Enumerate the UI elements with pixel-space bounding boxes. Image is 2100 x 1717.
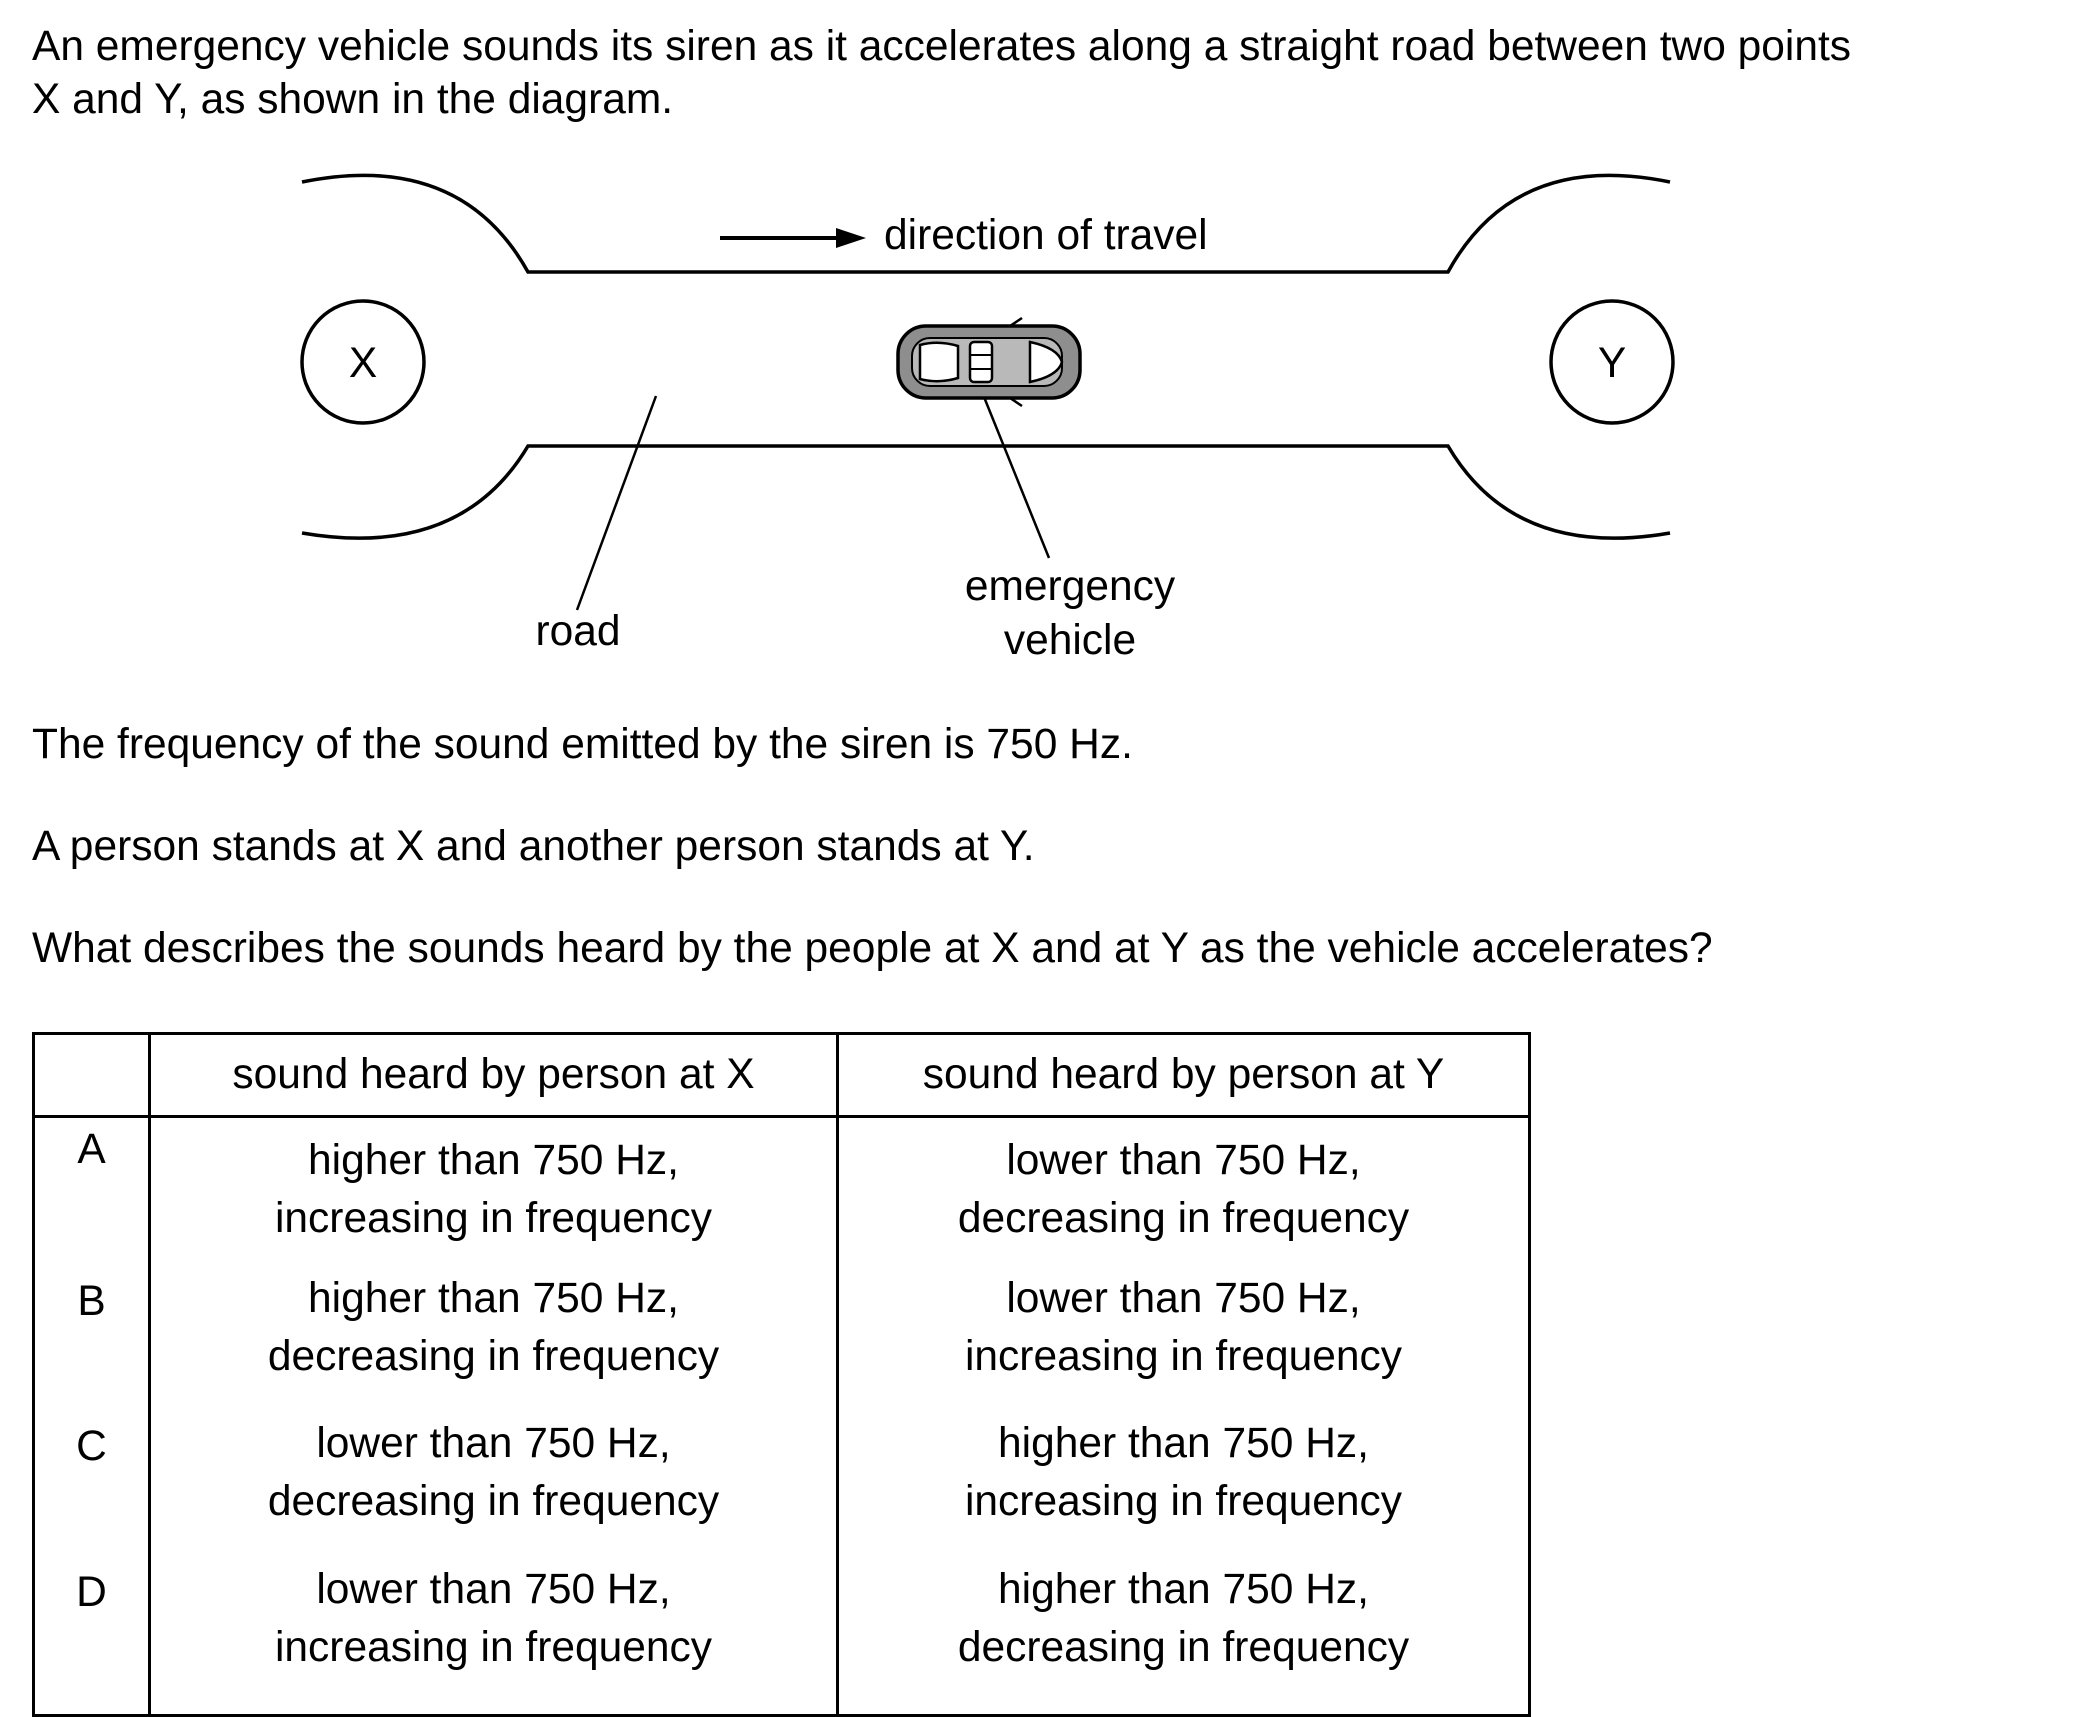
- option-x-cell: lower than 750 Hz, decreasing in frequen…: [148, 1415, 839, 1561]
- option-y-cell: lower than 750 Hz, decreasing in frequen…: [836, 1115, 1531, 1270]
- option-key[interactable]: B: [32, 1269, 151, 1415]
- road-leader-line: [575, 395, 658, 611]
- option-x-line-1: higher than 750 Hz,: [308, 1137, 679, 1184]
- option-x-cell: higher than 750 Hz, decreasing in freque…: [148, 1269, 839, 1415]
- option-key[interactable]: D: [32, 1560, 151, 1717]
- road-diagram: X Y direction of travel road emergency v…: [300, 173, 1675, 664]
- option-x-line-1: lower than 750 Hz,: [316, 1565, 671, 1613]
- option-row-c[interactable]: C lower than 750 Hz, decreasing in frequ…: [32, 1415, 1531, 1561]
- option-key[interactable]: C: [32, 1415, 151, 1561]
- option-y-line-2: decreasing in frequency: [957, 1623, 1410, 1671]
- option-y-line-2: increasing in frequency: [964, 1332, 1403, 1380]
- option-y-cell: lower than 750 Hz, increasing in frequen…: [836, 1269, 1531, 1415]
- intro-line-1: An emergency vehicle sounds its siren as…: [32, 23, 1852, 70]
- option-row-d[interactable]: D lower than 750 Hz, increasing in frequ…: [32, 1560, 1531, 1717]
- option-x-cell: higher than 750 Hz, increasing in freque…: [148, 1115, 839, 1270]
- option-row-a[interactable]: A higher than 750 Hz, increasing in freq…: [32, 1115, 1531, 1270]
- option-x-line-1: lower than 750 Hz,: [316, 1420, 671, 1467]
- frequency-statement: The frequency of the sound emitted by th…: [32, 721, 1133, 768]
- point-x-circle: [300, 299, 426, 425]
- header-person-y: sound heard by person at Y: [836, 1032, 1531, 1118]
- intro-paragraph: An emergency vehicle sounds its siren as…: [32, 20, 1851, 126]
- road-bottom-edge: [301, 444, 1671, 540]
- option-row-b[interactable]: B higher than 750 Hz, decreasing in freq…: [32, 1269, 1531, 1415]
- option-y-line-2: decreasing in frequency: [957, 1195, 1410, 1242]
- road-label: road: [535, 608, 620, 655]
- option-key[interactable]: A: [32, 1115, 151, 1270]
- direction-arrow: [720, 228, 866, 248]
- option-x-cell: lower than 750 Hz, increasing in frequen…: [148, 1560, 839, 1717]
- options-table: sound heard by person at X sound heard b…: [32, 1032, 1531, 1717]
- question-text: What describes the sounds heard by the p…: [32, 925, 1713, 972]
- header-person-x: sound heard by person at X: [148, 1032, 839, 1118]
- header-key-cell: [32, 1032, 151, 1118]
- option-x-line-2: increasing in frequency: [274, 1623, 713, 1671]
- table-header-row: sound heard by person at X sound heard b…: [32, 1032, 1531, 1118]
- vehicle-leader-line: [980, 391, 1051, 559]
- point-y-label: Y: [1598, 340, 1626, 387]
- road-top-edge: [301, 173, 1671, 274]
- option-y-cell: higher than 750 Hz, increasing in freque…: [836, 1415, 1531, 1561]
- vehicle-label-line-1: emergency: [965, 563, 1176, 610]
- option-y-line-1: higher than 750 Hz,: [998, 1565, 1369, 1613]
- point-y-circle: [1549, 299, 1675, 425]
- point-x-label: X: [349, 340, 377, 387]
- option-x-line-1: higher than 750 Hz,: [308, 1274, 679, 1322]
- option-y-line-2: increasing in frequency: [964, 1478, 1403, 1525]
- emergency-vehicle-icon: [896, 316, 1082, 408]
- option-x-line-2: increasing in frequency: [274, 1195, 713, 1242]
- option-x-line-2: decreasing in frequency: [267, 1478, 720, 1525]
- vehicle-label-line-2: vehicle: [1004, 617, 1136, 664]
- intro-line-2: X and Y, as shown in the diagram.: [32, 76, 674, 123]
- direction-label: direction of travel: [884, 212, 1208, 259]
- option-x-line-2: decreasing in frequency: [267, 1332, 720, 1380]
- option-y-cell: higher than 750 Hz, decreasing in freque…: [836, 1560, 1531, 1717]
- persons-statement: A person stands at X and another person …: [32, 823, 1035, 870]
- option-y-line-1: higher than 750 Hz,: [998, 1420, 1369, 1467]
- option-y-line-1: lower than 750 Hz,: [1006, 1137, 1361, 1184]
- option-y-line-1: lower than 750 Hz,: [1006, 1274, 1361, 1322]
